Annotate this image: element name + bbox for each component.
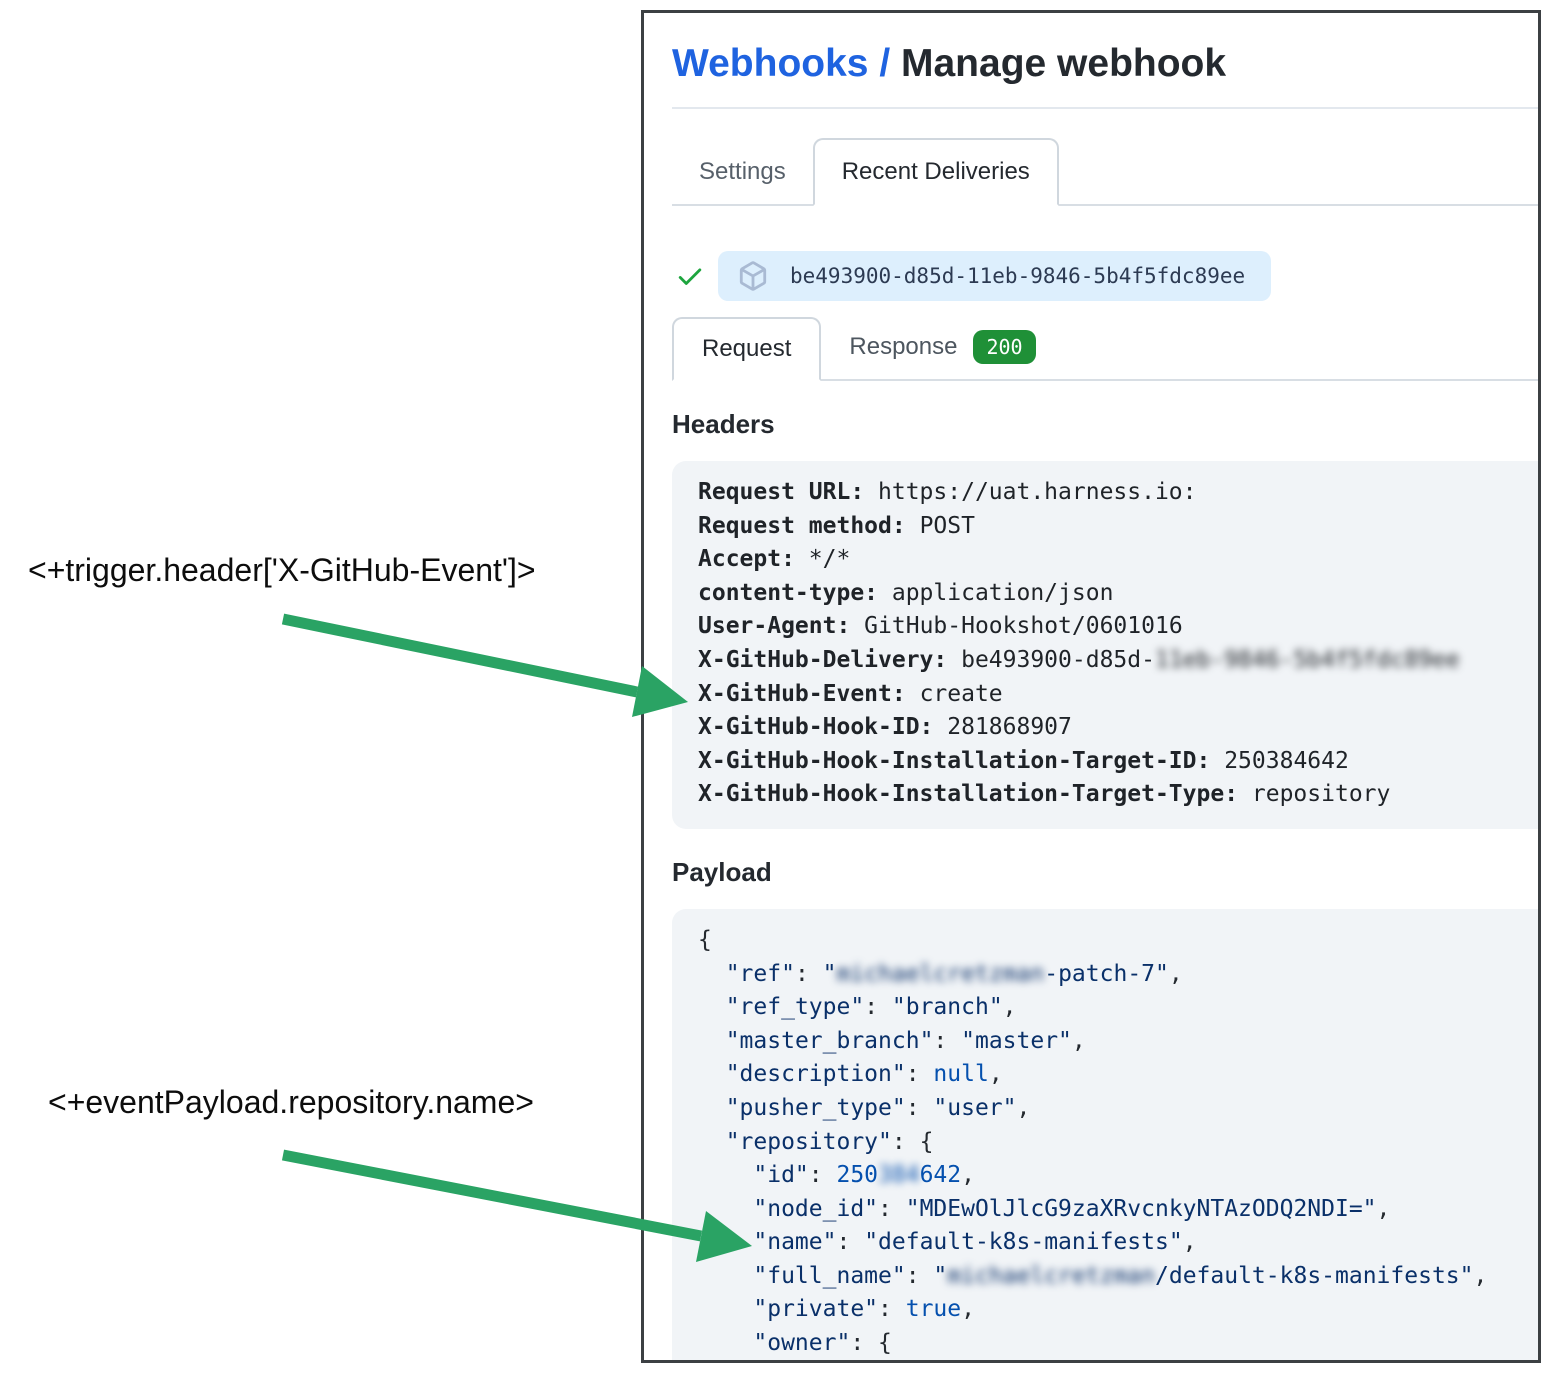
header-line: X-GitHub-Delivery: be493900-d85d-11eb-98…	[698, 646, 1460, 673]
header-line: Request method: POST	[698, 512, 975, 539]
payload-line: "name": "default-k8s-manifests",	[753, 1229, 1197, 1256]
payload-line: "repository": {	[725, 1128, 934, 1155]
headers-heading: Headers	[672, 409, 775, 439]
payload-line: "description": null,	[725, 1061, 1003, 1088]
check-icon	[675, 261, 705, 291]
annotation-event-payload-expression: <+eventPayload.repository.name>	[48, 1084, 534, 1120]
status-badge: 200	[973, 330, 1036, 364]
tab-response[interactable]: Response 200	[821, 315, 1063, 379]
annotation-trigger-header-expression: <+trigger.header['X-GitHub-Event']>	[28, 552, 536, 588]
header-line: X-GitHub-Hook-ID: 281868907	[698, 714, 1072, 741]
payload-codebox: { "ref": "michaelcretzman-patch-7", "ref…	[672, 908, 1538, 1360]
payload-line: "ref": "michaelcretzman-patch-7",	[725, 960, 1183, 987]
main-tabs: Settings Recent Deliveries	[672, 138, 1538, 206]
payload-line: "node_id": "MDEwOlJlcG9zaXRvcnkyNTAzODQ2…	[753, 1195, 1391, 1222]
page-title: Webhooks / Manage webhook	[672, 40, 1538, 88]
delivery-id: be493900-d85d-11eb-9846-5b4f5fdc89ee	[790, 264, 1246, 288]
title-divider	[672, 107, 1538, 109]
payload-line: "full_name": "michaelcretzman/default-k8…	[753, 1262, 1488, 1289]
delivery-row: be493900-d85d-11eb-9846-5b4f5fdc89ee	[675, 251, 1538, 301]
delivery-id-pill[interactable]: be493900-d85d-11eb-9846-5b4f5fdc89ee	[718, 251, 1272, 301]
payload-line: "master_branch": "master",	[725, 1027, 1086, 1054]
payload-line: "ref_type": "branch",	[725, 994, 1017, 1021]
breadcrumb-link-label: Webhooks	[672, 42, 869, 85]
breadcrumb-separator: /	[879, 42, 891, 85]
header-line: X-GitHub-Hook-Installation-Target-Type: …	[698, 781, 1391, 808]
payload-line: "private": true,	[753, 1296, 975, 1323]
header-line: Accept: */*	[698, 546, 851, 573]
payload-line: "owner": {	[753, 1330, 892, 1357]
header-line: X-GitHub-Event: create	[698, 680, 1003, 707]
breadcrumb-current: Manage webhook	[901, 42, 1227, 85]
tab-request[interactable]: Request	[672, 317, 822, 381]
header-line: content-type: application/json	[698, 579, 1114, 606]
header-line: X-GitHub-Hook-Installation-Target-ID: 25…	[698, 747, 1349, 774]
request-response-tabs: Request Response 200	[672, 315, 1538, 381]
webhook-panel: Webhooks / Manage webhook Settings Recen…	[641, 10, 1541, 1363]
payload-line: {	[698, 926, 712, 953]
header-line: Request URL: https://uat.harness.io:	[698, 479, 1197, 505]
headers-codebox: Request URL: https://uat.harness.io: Requ…	[672, 461, 1538, 829]
header-line: User-Agent: GitHub-Hookshot/0601016	[698, 613, 1183, 640]
payload-heading: Payload	[672, 856, 772, 887]
payload-line: "pusher_type": "user",	[725, 1094, 1031, 1121]
breadcrumb-webhooks-link[interactable]: Webhooks /	[672, 42, 890, 85]
payload-line: "id": 250384642,	[753, 1162, 975, 1189]
tab-response-label: Response	[849, 333, 958, 360]
tab-settings[interactable]: Settings	[699, 158, 786, 185]
package-icon	[738, 261, 768, 291]
arrow-to-x-github-event	[281, 613, 688, 717]
tab-recent-deliveries[interactable]: Recent Deliveries	[812, 138, 1059, 206]
